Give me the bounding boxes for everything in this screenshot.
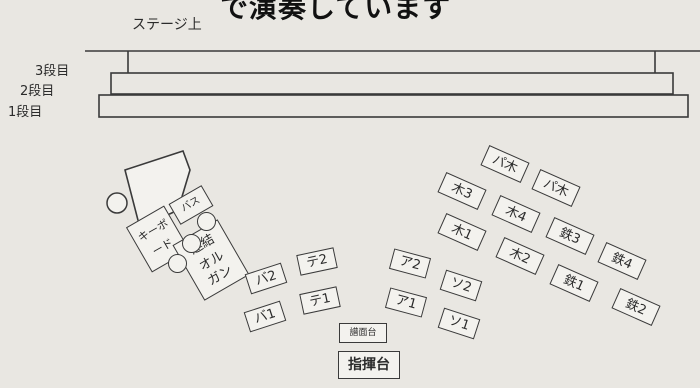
conductor-podium-label: 指揮台	[348, 357, 390, 373]
bass-label: バス	[179, 194, 203, 215]
part-moku1-label: 木1	[449, 220, 475, 244]
score-stand: 譜面台	[339, 323, 387, 343]
page-title: で演奏しています	[220, 0, 452, 24]
part-a1-label: ア1	[393, 292, 419, 313]
part-tetsu4-label: 鉄4	[609, 249, 635, 273]
part-te1-label: テ1	[308, 290, 332, 311]
part-pamoku-top-label: パ木	[490, 151, 520, 177]
part-tetsu1-label: 鉄1	[561, 271, 587, 295]
tier-2-box	[110, 72, 674, 95]
organ-circle-bottom	[168, 254, 187, 273]
part-te2-label: テ2	[305, 251, 329, 272]
tier-2-label: 2段目	[20, 84, 55, 99]
part-moku4-label: 木4	[503, 202, 529, 226]
part-ba1-label: バ1	[252, 306, 278, 327]
keyboard-label-line2: ード	[149, 236, 176, 259]
part-moku3-label: 木3	[449, 179, 475, 203]
part-so1-label: ソ1	[446, 313, 472, 334]
organ-circle-middle	[182, 234, 201, 253]
score-stand-label: 譜面台	[349, 327, 377, 338]
part-so2-label: ソ2	[448, 275, 474, 296]
stage-label: ステージ上	[132, 17, 202, 33]
part-pamoku-right-label: パ木	[541, 175, 571, 201]
tier-1-box	[98, 94, 689, 118]
part-tetsu2-label: 鉄2	[623, 295, 649, 319]
part-a2-label: ア2	[397, 253, 423, 274]
part-moku2-label: 木2	[507, 244, 533, 268]
conductor-podium: 指揮台	[338, 351, 400, 379]
small-circle-left	[106, 192, 128, 214]
tier-1-label: 1段目	[8, 105, 43, 120]
organ-circle-top	[197, 212, 216, 231]
tier-3-label: 3段目	[35, 64, 70, 79]
part-ba2-label: バ2	[253, 268, 279, 289]
part-tetsu3-label: 鉄3	[557, 224, 583, 248]
